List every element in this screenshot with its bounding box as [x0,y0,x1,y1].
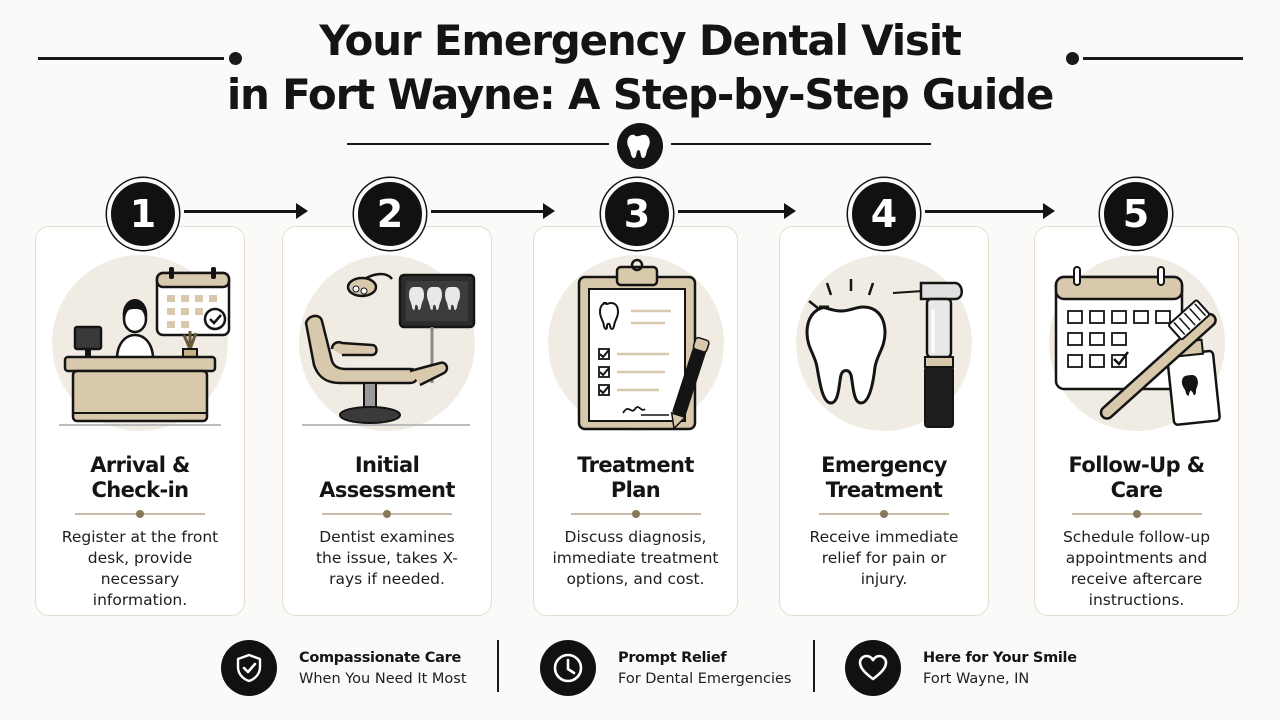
step-title-1: Arrival & Check-in [36,453,244,503]
step-title-5-line-1: Follow-Up & [1068,453,1206,477]
footer-subtitle-2: For Dental Emergencies [618,671,792,687]
title-rule-right [1083,57,1243,60]
clipboard-plan-icon [547,255,724,431]
subtitle-rule-left [347,143,609,145]
step-title-3: Treatment Plan [534,453,737,503]
page-title: Your Emergency Dental Visit in Fort Wayn… [0,14,1280,122]
footer-icon-badge-1 [221,640,277,696]
step-divider-4 [819,513,949,515]
dental-chair-xray-icon [299,255,476,431]
step-title-2: Initial Assessment [283,453,491,503]
step-title-5-line-2: Care [1110,478,1163,502]
heart-icon [858,654,888,681]
footer-item-prompt-relief: Prompt Relief For Dental Emergencies [540,640,800,696]
step-number-badge-1: 1 [107,178,179,250]
step-number-badge-3: 3 [601,178,673,250]
step-title-4-line-2: Treatment [825,478,943,502]
step-description-3: Discuss diagnosis, immediate treatment o… [552,528,719,588]
step-number-badge-2: 2 [354,178,426,250]
calendar-toothbrush-icon [1048,255,1225,431]
footer-item-here-for-your-smile: Here for Your Smile Fort Wayne, IN [845,640,1105,696]
shield-check-icon [236,653,262,683]
footer-subtitle-3: Fort Wayne, IN [923,671,1030,687]
title-rule-left [38,57,224,60]
step-title-2-line-2: Assessment [319,478,455,502]
subtitle-rule-right [671,143,931,145]
step-description-5: Schedule follow-up appointments and rece… [1062,528,1211,609]
page-title-line-1: Your Emergency Dental Visit [319,16,962,65]
footer-item-compassionate-care: Compassionate Care When You Need It Most [221,640,481,696]
step-card-1: Arrival & Check-in Register at the front… [35,226,245,616]
header-tooth-badge [617,123,663,169]
footer-separator-2 [813,640,815,692]
arrow-step-4-to-5 [925,203,1055,219]
footer-icon-badge-3 [845,640,901,696]
tooth-drill-icon [796,255,972,431]
step-title-1-line-1: Arrival & [90,453,190,477]
arrow-step-2-to-3 [431,203,555,219]
step-divider-1 [75,513,205,515]
reception-desk-icon [52,255,231,431]
footer-icon-badge-2 [540,640,596,696]
footer-title-1: Compassionate Care [299,650,462,666]
clock-icon [553,653,583,683]
step-card-2: Initial Assessment Dentist examines the … [282,226,492,616]
step-title-1-line-2: Check-in [91,478,189,502]
tooth-icon [627,134,650,158]
step-title-5: Follow-Up & Care [1035,453,1238,503]
page-title-line-2: in Fort Wayne: A Step-by-Step Guide [226,70,1055,119]
step-description-2: Dentist examines the issue, takes X-rays… [315,528,458,588]
step-title-3-line-2: Plan [610,478,661,502]
step-card-5: Follow-Up & Care Schedule follow-up appo… [1034,226,1239,616]
arrow-step-1-to-2 [184,203,308,219]
title-rule-right-dot [1066,52,1079,65]
step-card-3: Treatment Plan Discuss diagnosis, immedi… [533,226,738,616]
footer-separator-1 [497,640,499,692]
step-divider-2 [322,513,452,515]
arrow-step-3-to-4 [678,203,796,219]
step-divider-5 [1071,513,1202,515]
step-title-2-line-1: Initial [354,453,420,477]
footer-subtitle-1: When You Need It Most [299,671,467,687]
step-title-4: Emergency Treatment [780,453,988,503]
footer-title-2: Prompt Relief [618,650,727,666]
title-rule-left-dot [229,52,242,65]
step-description-4: Receive immediate relief for pain or inj… [809,528,959,588]
footer-title-3: Here for Your Smile [923,650,1077,666]
step-card-4: Emergency Treatment Receive immediate re… [779,226,989,616]
step-title-4-line-1: Emergency [821,453,947,477]
step-number-badge-4: 4 [848,178,920,250]
step-number-badge-5: 5 [1100,178,1172,250]
step-divider-3 [570,513,701,515]
step-title-3-line-1: Treatment [577,453,694,477]
step-description-1: Register at the front desk, provide nece… [61,528,219,609]
